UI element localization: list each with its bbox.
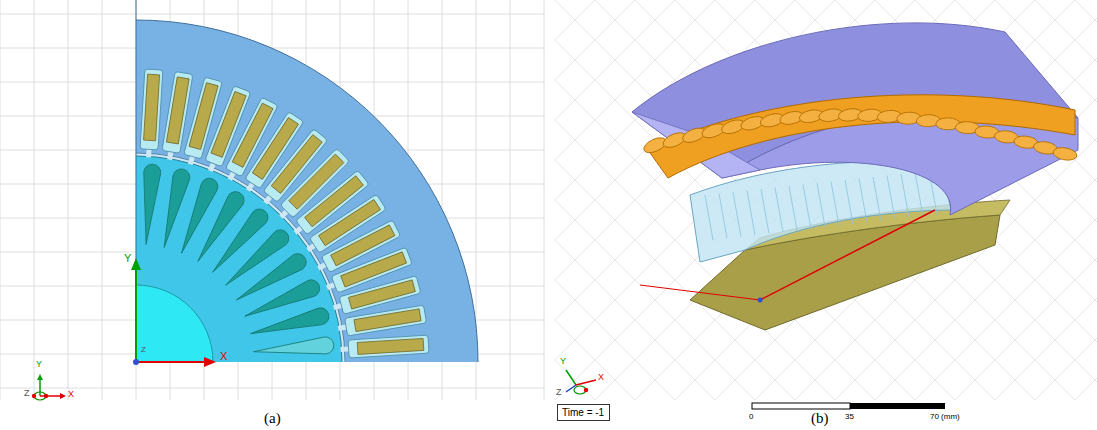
triad-label: X: [598, 373, 604, 383]
triad-label: X: [68, 390, 74, 400]
scale-label: 0: [749, 413, 753, 422]
grid-b: [555, 0, 1097, 400]
motor-3d: [632, 23, 1078, 330]
axis-label: Y: [124, 252, 131, 264]
axis-label: X: [220, 350, 227, 362]
scale-label: 70 (mm): [930, 413, 960, 422]
triad-label: Z: [556, 388, 562, 398]
triad-label: Z: [24, 389, 30, 399]
scale-label: 35: [845, 413, 854, 422]
time-text: Time = -1: [562, 407, 605, 418]
axis-label: Z: [141, 346, 146, 355]
triad-label: Y: [36, 360, 42, 370]
cross-section: [136, 20, 478, 362]
time-box: Time = -1: [557, 404, 610, 421]
triad-label: Y: [560, 357, 566, 367]
panel-label: (a): [264, 410, 281, 427]
panel-label: (b): [811, 410, 829, 427]
